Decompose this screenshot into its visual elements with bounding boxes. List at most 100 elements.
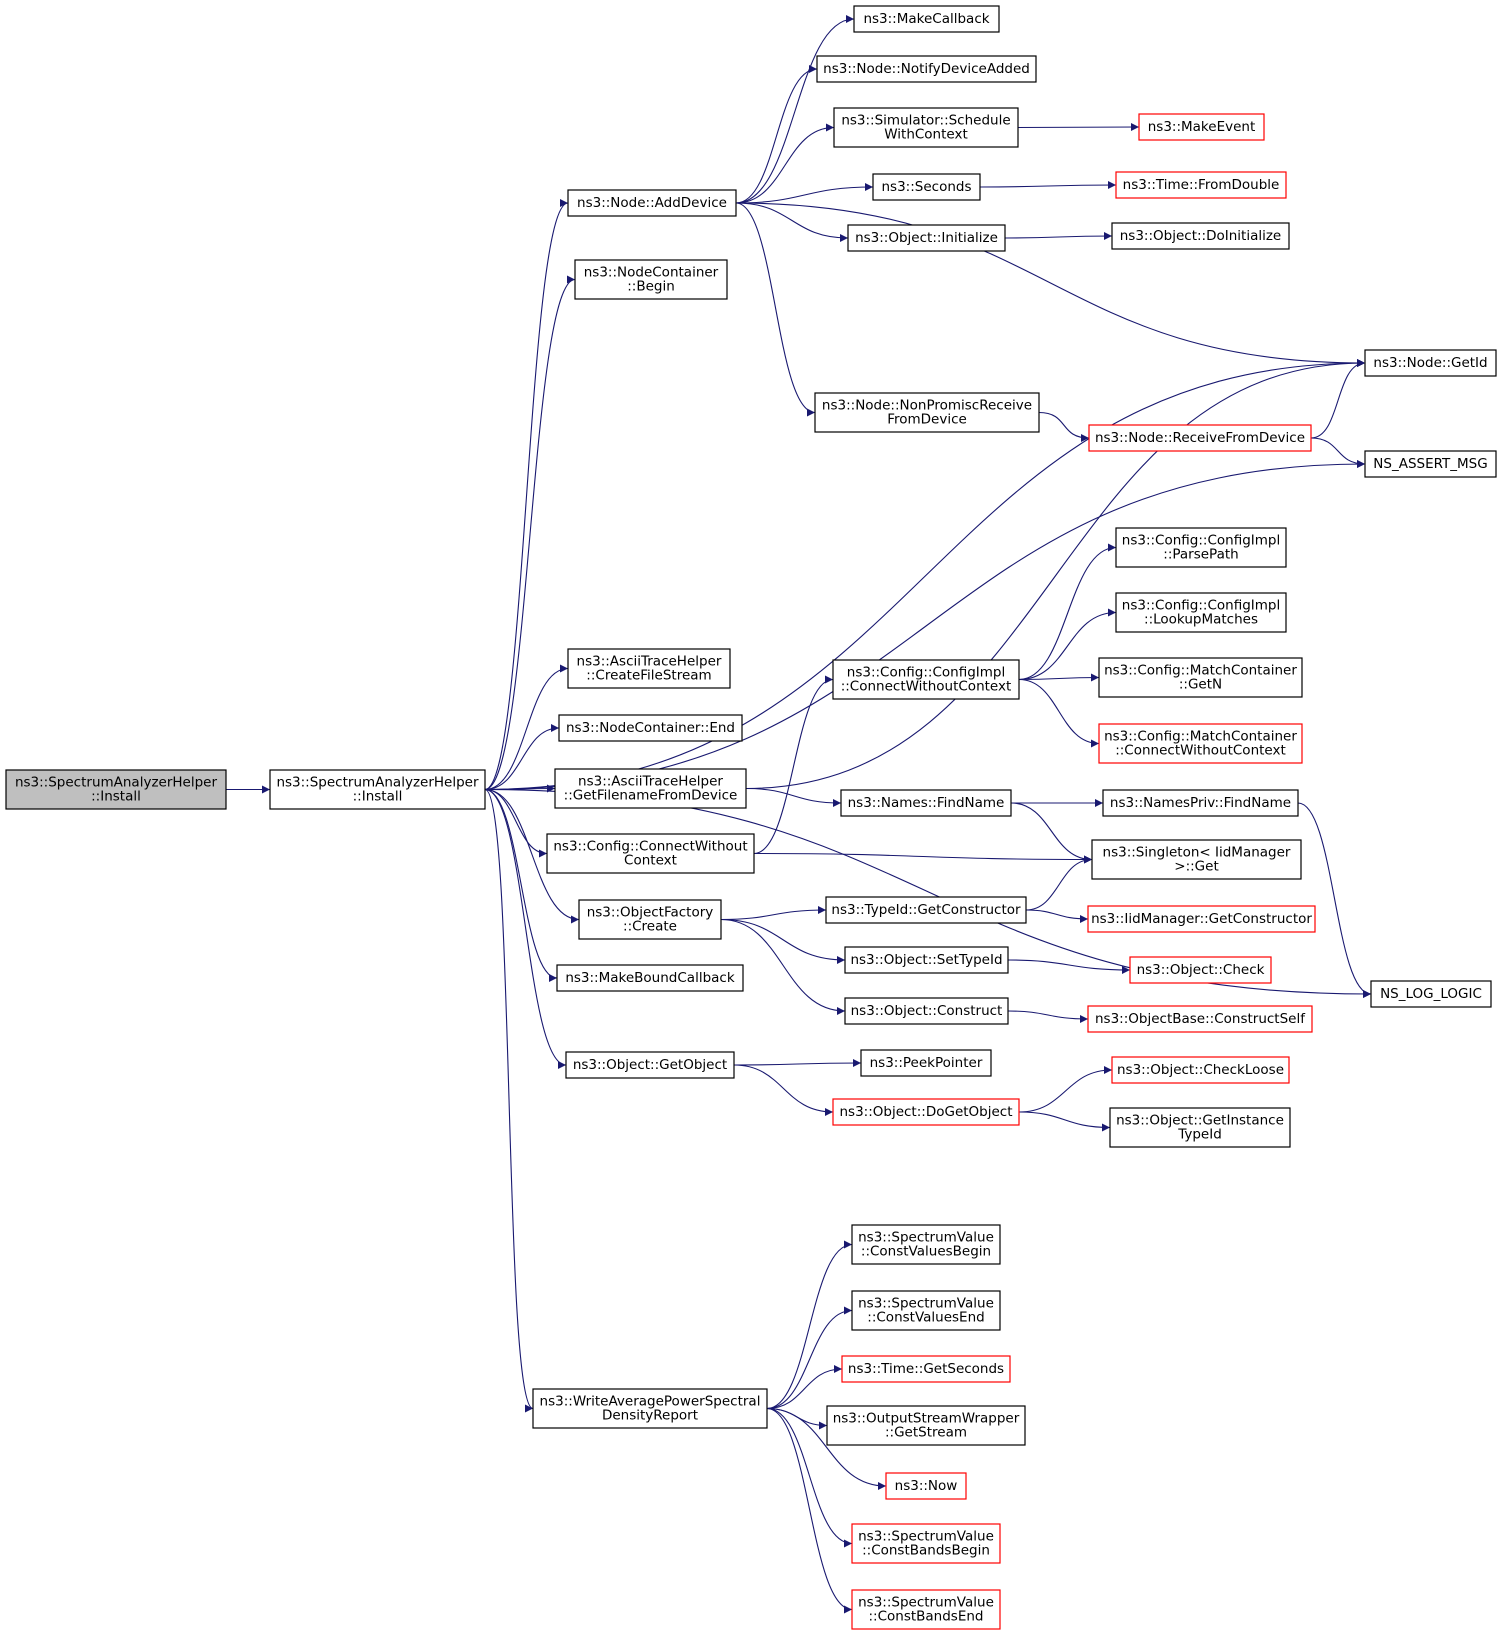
node-getfilename[interactable]: ns3::AsciiTraceHelper::GetFilenameFromDe… — [554, 768, 747, 809]
node-cfg-impl-connect[interactable]: ns3::Config::ConfigImpl::ConnectWithoutC… — [832, 659, 1020, 700]
node-box — [851, 1523, 1001, 1564]
node-label: ::ConnectWithoutContext — [841, 679, 1012, 695]
node-label: ns3::SpectrumValue — [858, 1296, 994, 1312]
node-peekpointer[interactable]: ns3::PeekPointer — [860, 1049, 992, 1077]
node-box — [1111, 1056, 1290, 1084]
node-sv-cbe[interactable]: ns3::SpectrumValue::ConstBandsEnd — [851, 1589, 1001, 1630]
node-box — [1138, 113, 1265, 141]
node-ns-log-logic[interactable]: NS_LOG_LOGIC — [1370, 980, 1492, 1008]
node-getobject[interactable]: ns3::Object::GetObject — [565, 1051, 735, 1079]
node-typeid-getconstructor[interactable]: ns3::TypeId::GetConstructor — [825, 896, 1027, 924]
node-ns-assert-msg[interactable]: NS_ASSERT_MSG — [1364, 450, 1497, 478]
node-nc-end[interactable]: ns3::NodeContainer::End — [558, 714, 743, 742]
call-edge — [1010, 802, 1093, 864]
node-makeboundcallback[interactable]: ns3::MakeBoundCallback — [556, 964, 744, 992]
node-createfilestream[interactable]: ns3::AsciiTraceHelper::CreateFileStream — [567, 648, 731, 689]
node-box — [1364, 349, 1497, 377]
node-writeavg[interactable]: ns3::WriteAveragePowerSpectralDensityRep… — [532, 1388, 768, 1429]
call-edge — [484, 788, 567, 1069]
node-label: ::Create — [623, 919, 677, 935]
call-edge — [735, 183, 874, 204]
node-label: ns3::IidManager::GetConstructor — [1091, 911, 1312, 927]
node-label: ::ConstBandsBegin — [862, 1543, 990, 1559]
call-edge — [1038, 411, 1090, 442]
node-receivefromdevice[interactable]: ns3::Node::ReceiveFromDevice — [1088, 424, 1312, 452]
node-adddevice[interactable]: ns3::Node::AddDevice — [567, 189, 737, 217]
node-label: ns3::Node::NonPromiscReceive — [822, 398, 1032, 414]
node-time-fromdouble[interactable]: ns3::Time::FromDouble — [1115, 171, 1287, 199]
node-namespriv-findname[interactable]: ns3::NamesPriv::FindName — [1102, 789, 1299, 817]
call-edge — [1018, 1111, 1111, 1132]
node-config-connect[interactable]: ns3::Config::ConnectWithoutContext — [546, 833, 755, 874]
node-label: ns3::NodeContainer::End — [566, 720, 735, 736]
node-label: ns3::TypeId::GetConstructor — [831, 902, 1021, 918]
node-label: ns3::MakeBoundCallback — [565, 970, 735, 986]
node-mc-getn[interactable]: ns3::Config::MatchContainer::GetN — [1098, 657, 1303, 698]
call-edge — [766, 1407, 853, 1548]
call-edge — [484, 359, 1366, 791]
node-box — [847, 224, 1006, 252]
call-edge — [766, 1240, 853, 1410]
node-of-create[interactable]: ns3::ObjectFactory::Create — [578, 899, 722, 940]
node-obj-checkloose[interactable]: ns3::Object::CheckLoose — [1111, 1056, 1290, 1084]
node-obj-settypeid[interactable]: ns3::Object::SetTypeId — [844, 946, 1009, 974]
call-edge — [745, 787, 842, 807]
node-osw-getstream[interactable]: ns3::OutputStreamWrapper::GetStream — [826, 1405, 1026, 1446]
node-label: ns3::NodeContainer — [584, 265, 719, 281]
node-root: ns3::SpectrumAnalyzerHelper::Install — [5, 769, 227, 810]
node-notifydeviceadded[interactable]: ns3::Node::NotifyDeviceAdded — [816, 55, 1037, 83]
node-makeevent[interactable]: ns3::MakeEvent — [1138, 113, 1265, 141]
node-label: ns3::Singleton< IidManager — [1103, 845, 1291, 861]
node-label: ns3::Time::FromDouble — [1123, 177, 1280, 193]
node-label: ns3::OutputStreamWrapper — [833, 1411, 1020, 1427]
node-install[interactable]: ns3::SpectrumAnalyzerHelper::Install — [269, 769, 486, 810]
node-box — [872, 173, 981, 201]
node-iid-getconstructor[interactable]: ns3::IidManager::GetConstructor — [1087, 905, 1316, 933]
node-obj-initialize[interactable]: ns3::Object::Initialize — [847, 224, 1006, 252]
node-box — [574, 259, 728, 300]
node-cfg-parsepath[interactable]: ns3::Config::ConfigImpl::ParsePath — [1115, 527, 1287, 568]
node-obj-check[interactable]: ns3::Object::Check — [1129, 956, 1272, 984]
node-dogetobject[interactable]: ns3::Object::DoGetObject — [832, 1098, 1020, 1126]
call-edge — [979, 181, 1117, 190]
call-edge — [753, 852, 1093, 864]
call-edge — [1007, 1010, 1089, 1023]
node-label: ns3::NamesPriv::FindName — [1110, 795, 1291, 811]
node-label: ns3::SpectrumValue — [858, 1529, 994, 1545]
node-label: ns3::Object::CheckLoose — [1117, 1062, 1284, 1078]
node-nc-begin[interactable]: ns3::NodeContainer::Begin — [574, 259, 728, 300]
node-mc-connect[interactable]: ns3::Config::MatchContainer::ConnectWith… — [1098, 723, 1303, 764]
node-singleton-get[interactable]: ns3::Singleton< IidManager>::Get — [1091, 839, 1302, 880]
node-obj-construct[interactable]: ns3::Object::Construct — [844, 997, 1009, 1025]
call-edge — [1017, 123, 1140, 132]
node-ob-constructself[interactable]: ns3::ObjectBase::ConstructSelf — [1087, 1005, 1313, 1033]
node-label: ::GetFilenameFromDevice — [564, 788, 738, 804]
call-edge — [484, 664, 569, 791]
call-edge — [1018, 1066, 1113, 1113]
call-edge — [1018, 673, 1100, 682]
node-label: ns3::AsciiTraceHelper — [578, 774, 723, 790]
call-edge — [753, 675, 834, 855]
node-label: ns3::ObjectFactory — [587, 905, 714, 921]
node-label: ns3::Now — [895, 1478, 958, 1494]
node-label: ns3::Object::Initialize — [855, 230, 998, 246]
node-seconds[interactable]: ns3::Seconds — [872, 173, 981, 201]
node-now[interactable]: ns3::Now — [885, 1472, 967, 1500]
node-label: ns3::SpectrumAnalyzerHelper — [276, 775, 479, 791]
node-time-getseconds[interactable]: ns3::Time::GetSeconds — [841, 1355, 1011, 1383]
node-makecallback[interactable]: ns3::MakeCallback — [853, 5, 1000, 33]
node-label: ns3::Node::AddDevice — [577, 195, 727, 211]
node-cfg-lookupmatches[interactable]: ns3::Config::ConfigImpl::LookupMatches — [1115, 592, 1287, 633]
node-sv-cve[interactable]: ns3::SpectrumValue::ConstValuesEnd — [851, 1290, 1001, 1331]
call-edge — [484, 724, 560, 791]
node-node-getid[interactable]: ns3::Node::GetId — [1364, 349, 1497, 377]
node-sv-cvb[interactable]: ns3::SpectrumValue::ConstValuesBegin — [851, 1224, 1001, 1265]
node-box — [5, 769, 227, 810]
node-obj-doinitialize[interactable]: ns3::Object::DoInitialize — [1111, 222, 1290, 250]
node-box — [554, 768, 747, 809]
node-names-findname[interactable]: ns3::Names::FindName — [840, 789, 1012, 817]
node-sv-cbb[interactable]: ns3::SpectrumValue::ConstBandsBegin — [851, 1523, 1001, 1564]
